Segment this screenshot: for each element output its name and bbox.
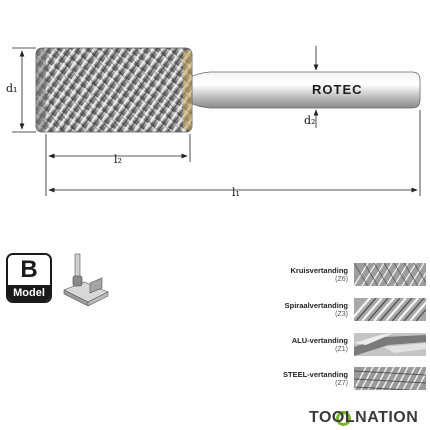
l1-label: l₁ xyxy=(232,186,240,199)
d1-dimension xyxy=(12,47,36,133)
shank-brand-text: ROTEC xyxy=(312,82,363,97)
model-label: Model xyxy=(8,285,50,301)
l1-dimension xyxy=(45,110,421,196)
cut-type-code-z7: (Z7) xyxy=(335,380,348,387)
cut-type-name-z3: Spiraalvertanding xyxy=(284,301,348,310)
d2-label: d₂ xyxy=(304,114,316,127)
swatch-alu-cut xyxy=(354,333,426,356)
cut-type-name-z1: ALU-vertanding xyxy=(291,336,348,345)
shank xyxy=(187,71,421,109)
toolnation-logo: TOOLNATION xyxy=(309,409,427,427)
cut-type-code-z1: (Z1) xyxy=(335,346,348,353)
cut-type-name-z7: STEEL-vertanding xyxy=(282,370,348,379)
l2-dimension xyxy=(45,134,191,162)
swatch-spiral-cut xyxy=(354,298,426,321)
cut-type-name-z6: Kruisvertanding xyxy=(290,266,348,275)
cut-type-code-z6: (Z6) xyxy=(335,276,348,283)
burr-technical-drawing xyxy=(12,46,421,196)
cut-type-code-z3: (Z3) xyxy=(335,311,348,318)
swatch-steel-cut xyxy=(354,367,426,390)
d1-label: d₁ xyxy=(6,82,18,95)
l2-label: l₂ xyxy=(114,153,122,166)
cutting-head xyxy=(35,47,193,133)
logo-mark-icon xyxy=(336,411,351,426)
application-icon xyxy=(63,253,109,306)
swatch-cross-cut xyxy=(354,263,426,286)
model-badge: B Model xyxy=(6,253,52,303)
model-letter: B xyxy=(8,255,50,285)
footer-brand-text: TOOLNATION xyxy=(309,409,419,426)
